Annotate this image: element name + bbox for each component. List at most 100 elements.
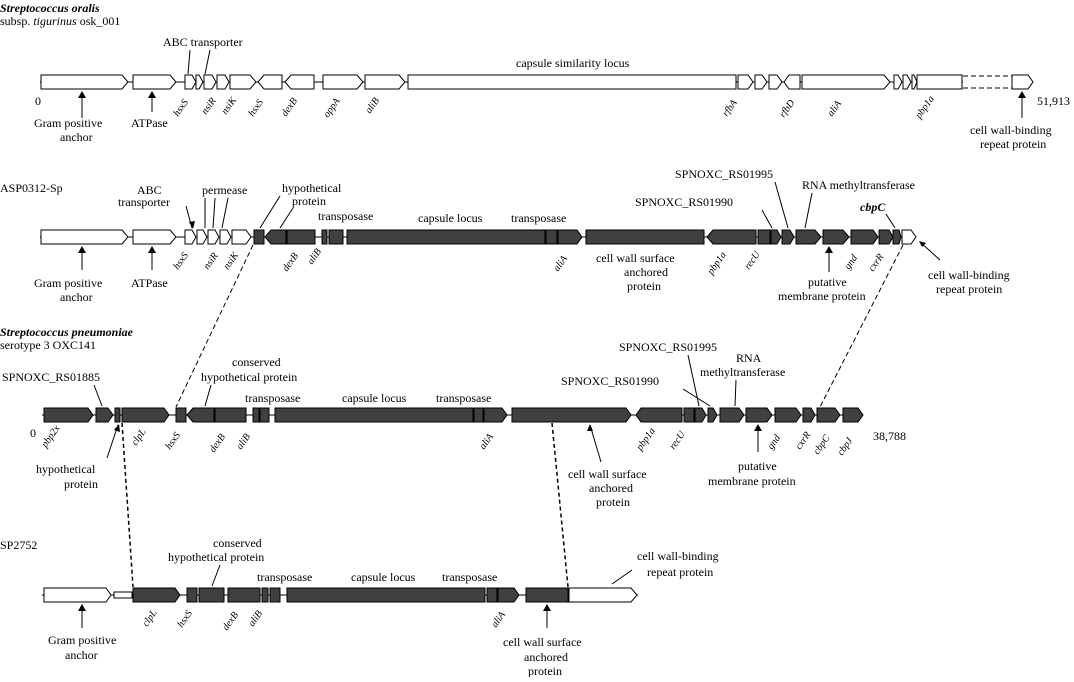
label-hyp-2: protein (64, 477, 98, 491)
arrowhead-pmp (754, 424, 762, 431)
label-cws-2: anchored (589, 481, 633, 495)
gene-alib-a (252, 407, 260, 423)
capsule-block (346, 229, 546, 245)
track-3-species: Streptococcus pneumoniae (0, 325, 134, 339)
gene-hsxs (186, 587, 198, 603)
gene-rfba-b (754, 74, 768, 90)
label-rs01995: SPNOXC_RS01995 (619, 340, 717, 354)
label-hyp-2: protein (292, 194, 326, 208)
label-rna-mt: RNA methyltransferase (802, 178, 915, 192)
arrow-cws (589, 424, 602, 463)
gene-label: hsxS (163, 430, 183, 451)
gene-pbp2x (43, 407, 94, 423)
label-gpa-2: anchor (65, 648, 98, 662)
label-chp-1: conserved (232, 355, 281, 369)
gene-alib-b (269, 587, 281, 603)
arrowhead-hyp (114, 424, 120, 432)
gene-label: cbpJ (835, 435, 855, 457)
gene-label: cxrR (866, 252, 886, 274)
gene-clpl (132, 587, 181, 603)
label-cws-1: cell wall surface (596, 251, 675, 265)
arrow-abc-2 (204, 49, 211, 75)
gene-gnd (774, 407, 802, 423)
gene-dexb-a (264, 229, 287, 245)
arrowhead-cwb (919, 241, 926, 247)
arrow-hyp-a (259, 195, 281, 229)
transposase-block (473, 407, 484, 423)
label-pmp-1: putative (808, 275, 847, 289)
gene-dexb-b (286, 229, 316, 245)
gene-label: hsxS (171, 250, 191, 271)
gene-label: pbp1a (634, 426, 658, 454)
gene-cell-wall-binding (1011, 74, 1034, 90)
arrow-rna-mt (804, 192, 813, 229)
gene-alib-a (261, 587, 269, 603)
gene-pbp1a (635, 407, 683, 423)
gene-label: recU (742, 249, 763, 272)
label-hyp-1: hypothetical (282, 181, 342, 195)
gene-hsxs-b (257, 74, 283, 90)
label-gpa-1: Gram positive (34, 116, 102, 130)
label-rna-mt-2: methyltransferase (700, 365, 785, 379)
arrowhead-gpa (78, 604, 86, 611)
gene-pbp1a (916, 74, 963, 90)
transposase-block (545, 229, 558, 245)
gene-putative-membrane (822, 229, 850, 245)
label-rs01990: SPNOXC_RS01990 (561, 374, 659, 388)
label-capsule: capsule locus (342, 391, 407, 405)
track-oralis: Streptococcus oralis subsp. tigurinus os… (0, 1, 1070, 151)
arrow-cbpc (885, 213, 896, 229)
connector-2-3-right (819, 244, 904, 408)
label-gpa-2: anchor (60, 290, 93, 304)
gene-label: gnd (765, 432, 783, 451)
gene-label: nsiR (199, 96, 218, 117)
gene-label: dexB (279, 96, 299, 119)
gene-gram-positive-anchor (40, 74, 129, 90)
gene-label: aliA (477, 431, 496, 452)
arrow-permease-3 (221, 197, 229, 229)
label-abc-1: ABC (137, 183, 162, 197)
arrowhead-gpa (78, 246, 86, 253)
track-3-start: 0 (30, 426, 36, 440)
label-pmp-2: membrane protein (708, 474, 796, 488)
gene-cxrr (802, 407, 816, 423)
label-cws-1: cell wall surface (503, 635, 582, 649)
transposase-block (486, 587, 498, 603)
arrow-chp (204, 384, 212, 407)
gene-label: dexB (220, 610, 240, 633)
track-2-title: ASP0312-Sp (0, 181, 63, 195)
gene-alia (483, 407, 508, 423)
track-1-end: 51,913 (1037, 94, 1070, 108)
gene-label: aliB (305, 247, 324, 267)
gene-rs01995 (781, 229, 795, 245)
arrow-rna-mt (734, 379, 737, 407)
label-transposase-1: transposase (257, 570, 312, 584)
gene-abc-b (195, 74, 204, 90)
gene-gram-positive-anchor (40, 229, 129, 245)
gene-label: pbp2x (39, 423, 63, 451)
gene-cell-wall-surface (585, 229, 705, 245)
gene-nsir-a (196, 229, 208, 245)
gene-oppa (322, 74, 364, 90)
gene-label: nsiR (201, 251, 220, 272)
capsule-block (274, 407, 474, 423)
gene-recu (683, 407, 695, 423)
capsule-block (286, 587, 486, 603)
gene-rs01995 (694, 407, 707, 423)
gene-cell-wall-surface (525, 587, 569, 603)
arrowhead-cws (543, 604, 551, 611)
arrowhead-atpase (148, 246, 156, 253)
arrowhead-atpase (148, 91, 156, 98)
gene-nsik-a (219, 229, 232, 245)
gene-alib (364, 74, 406, 90)
track-sp2752: SP2752 conserved hypothetical protein tr… (0, 536, 719, 678)
gene-alib-a (321, 229, 328, 245)
gene-label: aliA (551, 253, 570, 274)
track-pneumoniae: Streptococcus pneumoniae serotype 3 OXC1… (0, 325, 906, 509)
gene-small-1 (893, 74, 903, 90)
gene-rs01885 (95, 407, 114, 423)
gene-cxrr (878, 229, 894, 245)
gene-dexb (214, 407, 247, 423)
gene-label: rfbD (777, 97, 797, 119)
